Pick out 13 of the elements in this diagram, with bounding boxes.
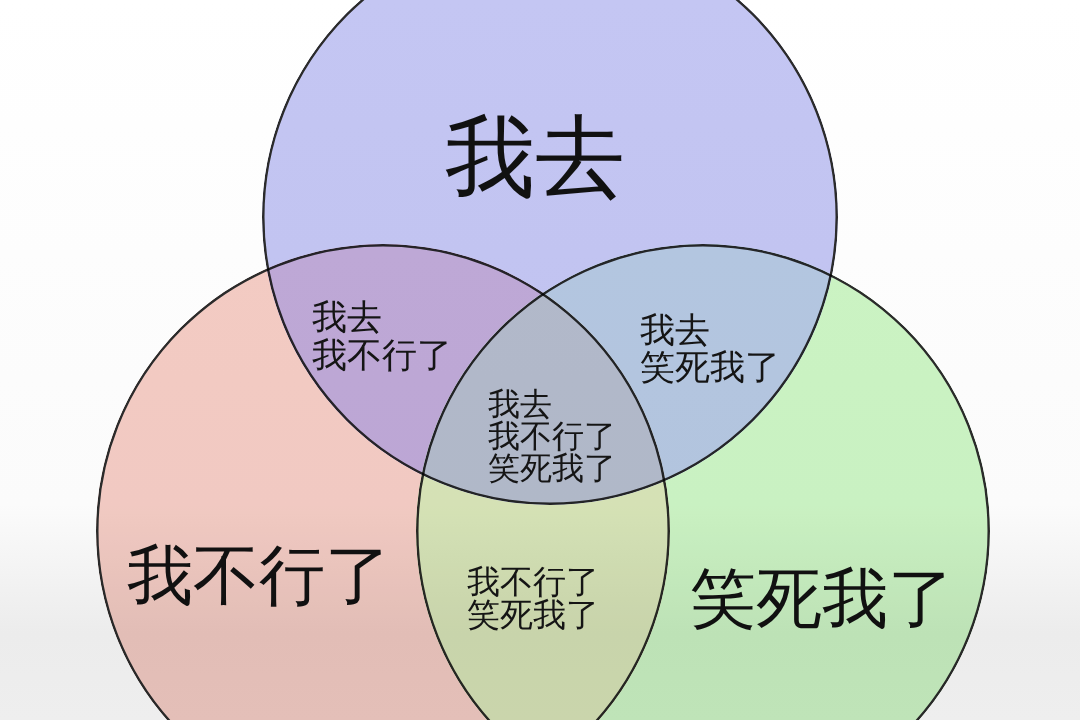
overlap-label: 我不行了 — [312, 338, 452, 373]
overlap-label: 我不行了 — [467, 565, 599, 598]
overlap-label: 我去 — [312, 300, 382, 335]
overlap-label: 笑死我了 — [640, 350, 780, 385]
overlap-label: 我不行了 — [488, 420, 616, 452]
overlap-label: 笑死我了 — [488, 452, 616, 484]
overlap-label: 我去 — [488, 388, 552, 420]
set-title: 我不行了 — [127, 543, 391, 609]
overlap-label: 笑死我了 — [467, 598, 599, 631]
overlap-label: 我去 — [640, 313, 710, 348]
set-title: 我去 — [445, 112, 625, 202]
venn-circle — [416, 244, 990, 720]
set-title: 笑死我了 — [690, 566, 954, 632]
